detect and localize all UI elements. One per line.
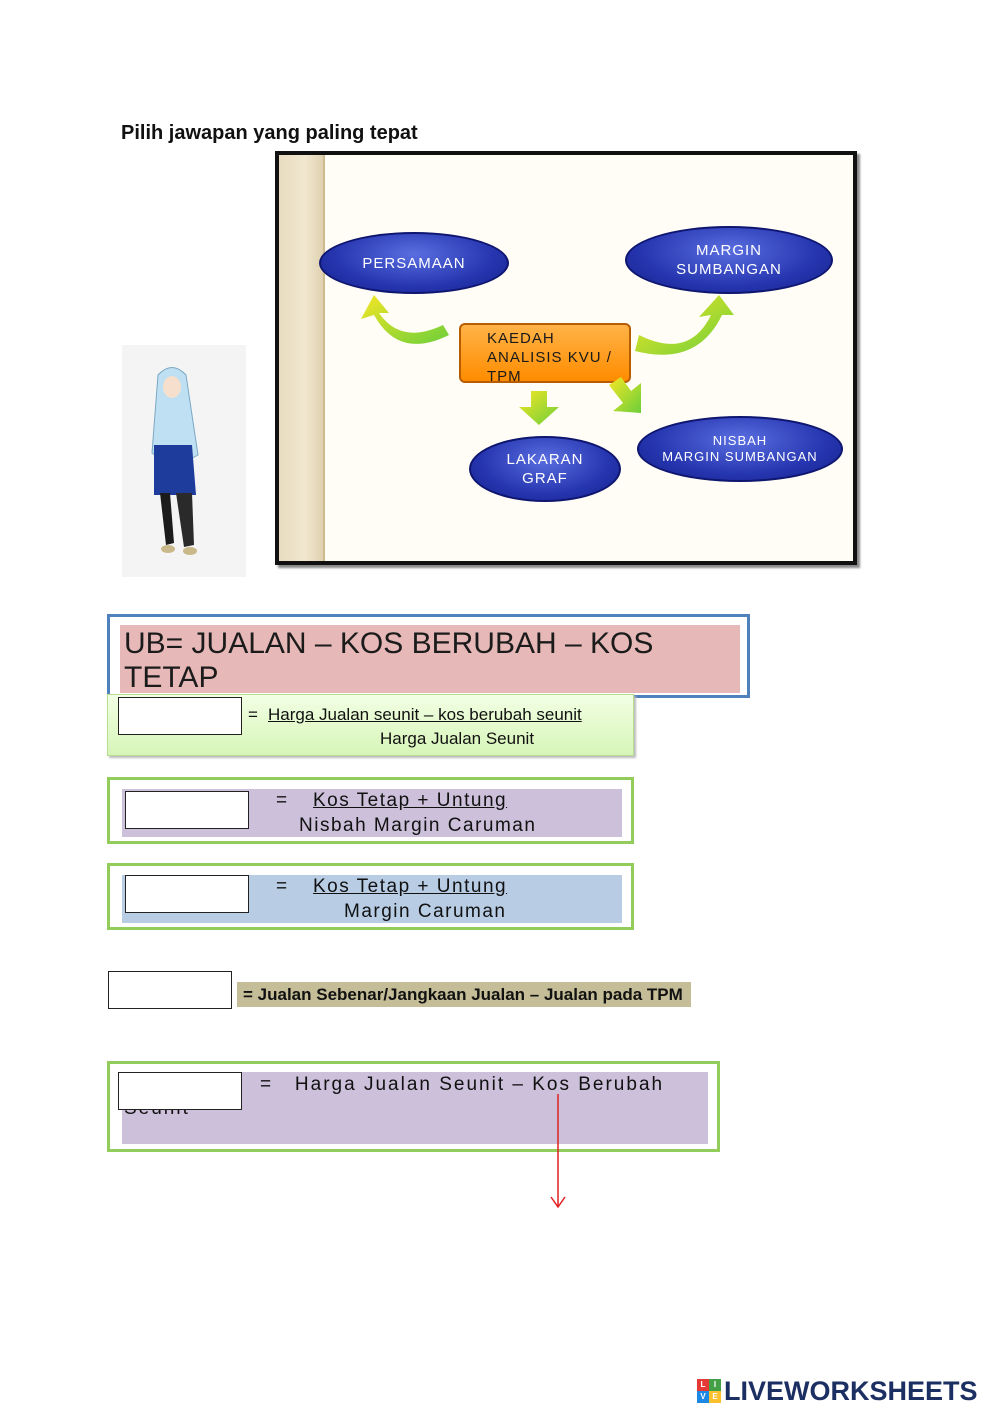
logo-letter-l: L <box>697 1379 709 1391</box>
formula-jualan-tpm-nisbah: = Kos Tetap + Untung Nisbah Margin Carum… <box>107 777 634 844</box>
arrow-to-persamaan <box>361 295 449 344</box>
decorative-strip <box>279 155 325 561</box>
oval-margin-sumbangan-label: MARGIN SUMBANGAN <box>676 242 782 278</box>
equals-sign: = <box>276 876 288 897</box>
formula-margin-keselamatan: = Jualan Sebenar/Jangkaan Jualan – Juala… <box>237 982 691 1007</box>
oval-nisbah-margin-sumbangan: NISBAH MARGIN SUMBANGAN <box>637 416 843 482</box>
answer-box-4[interactable] <box>108 971 232 1009</box>
center-box-label: KAEDAH ANALISIS KVU / TPM <box>487 330 612 385</box>
brand-name: LIVEWORKSHEETS <box>724 1375 978 1406</box>
formula-2-numerator: Kos Tetap + Untung <box>313 790 508 811</box>
formula-2-denominator: Nisbah Margin Caruman <box>299 815 537 836</box>
kvu-diagram: PERSAMAAN MARGIN SUMBANGAN LAKARAN GRAF … <box>275 151 857 565</box>
red-arrow-down-icon <box>550 1094 566 1209</box>
formula-1-denominator: Harga Jualan Seunit <box>380 729 535 748</box>
oval-lakaran-graf-label: LAKARAN GRAF <box>506 451 584 487</box>
oval-lakaran-graf: LAKARAN GRAF <box>469 436 621 502</box>
oval-margin-sumbangan: MARGIN SUMBANGAN <box>625 226 833 294</box>
instruction-text: Pilih jawapan yang paling tepat <box>121 122 418 144</box>
formula-3-numerator: Kos Tetap + Untung <box>313 876 508 897</box>
answer-box-1[interactable] <box>118 697 242 735</box>
answer-box-5[interactable] <box>118 1072 242 1110</box>
formula-3-denominator: Margin Caruman <box>344 901 507 922</box>
ub-formula-box: UB= JUALAN – KOS BERUBAH – KOS TETAP <box>107 614 750 698</box>
equals-sign: = <box>248 705 258 724</box>
oval-persamaan: PERSAMAAN <box>319 232 509 294</box>
equals-sign: = <box>276 790 288 811</box>
diagram-arrows <box>361 295 734 425</box>
liveworksheets-logo-icon: L I V E <box>697 1379 721 1403</box>
formula-5-line1: = Harga Jualan Seunit – Kos Berubah <box>260 1074 665 1095</box>
ub-formula-text: UB= JUALAN – KOS BERUBAH – KOS TETAP <box>120 625 740 694</box>
formula-unit-tpm: = Kos Tetap + Untung Margin Caruman <box>107 863 634 930</box>
logo-letter-e: E <box>709 1391 721 1403</box>
oval-nisbah-label: NISBAH MARGIN SUMBANGAN <box>662 433 818 464</box>
arrow-to-margin <box>635 295 734 355</box>
answer-box-3[interactable] <box>125 875 249 913</box>
student-illustration <box>122 345 246 577</box>
formula-nisbah-margin-caruman: = Harga Jualan seunit – kos berubah seun… <box>107 694 634 756</box>
logo-letter-i: I <box>709 1379 721 1391</box>
center-box-kaedah: KAEDAH ANALISIS KVU / TPM <box>459 323 631 385</box>
answer-box-2[interactable] <box>125 791 249 829</box>
liveworksheets-brand[interactable]: L I V E LIVEWORKSHEETS <box>697 1375 978 1407</box>
formula-1-numerator: Harga Jualan seunit – kos berubah seunit <box>268 705 582 724</box>
formula-margin-caruman: = Harga Jualan Seunit – Kos Berubah Seun… <box>107 1061 720 1152</box>
arrow-to-nisbah <box>609 377 641 413</box>
oval-persamaan-label: PERSAMAAN <box>362 254 466 272</box>
arrow-to-graf <box>519 391 559 425</box>
logo-letter-v: V <box>697 1391 709 1403</box>
